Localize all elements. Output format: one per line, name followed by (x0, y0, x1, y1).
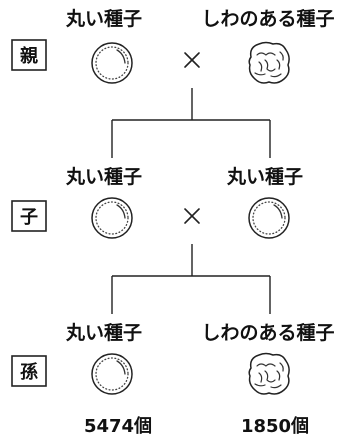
generation-label-parents: 親 (11, 39, 47, 71)
round-seed-icon (91, 42, 133, 84)
round-seed-count: 5474個 (84, 416, 152, 437)
generation-grandchildren: 丸い種子 しわのある種子 孫 5474個 1850個 (11, 322, 335, 437)
cross-operator (184, 208, 200, 224)
generation-label-children: 子 (11, 200, 47, 232)
round-seed-icon (248, 197, 290, 239)
generation-children: 丸い種子 丸い種子 子 (11, 166, 303, 239)
generation-label-text: 子 (20, 207, 38, 228)
child-right-seed-label: 丸い種子 (226, 166, 303, 188)
round-seed-icon (91, 197, 133, 239)
generation-label-grandchildren: 孫 (11, 355, 47, 387)
child-left-seed-label: 丸い種子 (65, 166, 142, 188)
grandchild-right-seed-label: しわのある種子 (201, 322, 334, 344)
label-box (11, 200, 47, 232)
wrinkled-seed-count: 1850個 (241, 416, 309, 437)
wrinkled-seed-icon (248, 41, 290, 84)
generation-parents: 丸い種子 しわのある種子 親 (11, 8, 335, 84)
parent-right-seed-label: しわのある種子 (201, 8, 334, 30)
parent-left-seed-label: 丸い種子 (65, 8, 142, 30)
connector-children-to-grandchildren (111, 244, 271, 314)
label-box (11, 39, 47, 71)
round-seed-icon (91, 353, 133, 395)
cross-operator (184, 52, 200, 68)
label-box (11, 355, 47, 387)
generation-label-text: 親 (20, 45, 38, 67)
generation-label-text: 孫 (20, 361, 38, 383)
grandchild-left-seed-label: 丸い種子 (65, 322, 142, 344)
connector-parents-to-children (111, 88, 271, 158)
wrinkled-seed-icon (248, 352, 290, 395)
